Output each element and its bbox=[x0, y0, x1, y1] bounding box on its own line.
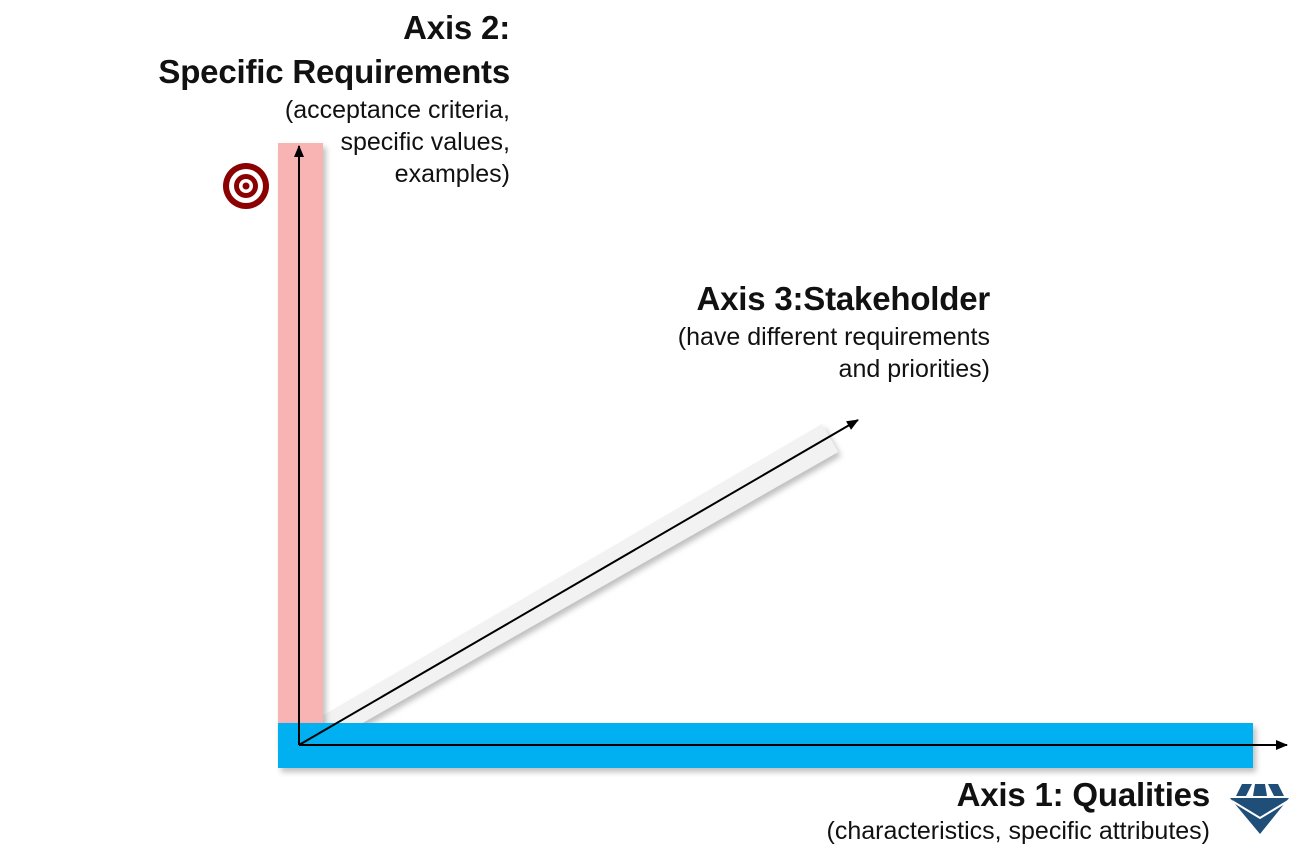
axis2-label: Axis 2: Specific Requirements (acceptanc… bbox=[90, 6, 510, 190]
axis3-desc-line1: (have different requirements bbox=[677, 323, 990, 351]
axis2-title-line1: Axis 2: bbox=[403, 9, 510, 46]
axis2-desc-line1: (acceptance criteria, bbox=[284, 96, 510, 124]
axis3-band bbox=[298, 424, 838, 746]
axis2-title-line2: Specific Requirements bbox=[158, 53, 510, 90]
axis1-desc: (characteristics, specific attributes) bbox=[826, 817, 1210, 845]
axis3-title: Axis 3:Stakeholder bbox=[696, 280, 990, 317]
axis2-desc-line2: specific values, bbox=[340, 128, 510, 156]
axis2-desc-line3: examples) bbox=[394, 160, 510, 188]
axis1-title: Axis 1: Qualities bbox=[956, 776, 1211, 813]
target-icon bbox=[223, 163, 269, 209]
axis1-label: Axis 1: Qualities (characteristics, spec… bbox=[650, 775, 1211, 847]
diamond-logo-icon bbox=[1230, 784, 1289, 834]
axis3-desc-line2: and priorities) bbox=[838, 355, 990, 383]
axis3-arrow bbox=[298, 419, 859, 746]
axis2-band bbox=[278, 143, 323, 747]
axis3-label: Axis 3:Stakeholder (have different requi… bbox=[570, 277, 990, 385]
